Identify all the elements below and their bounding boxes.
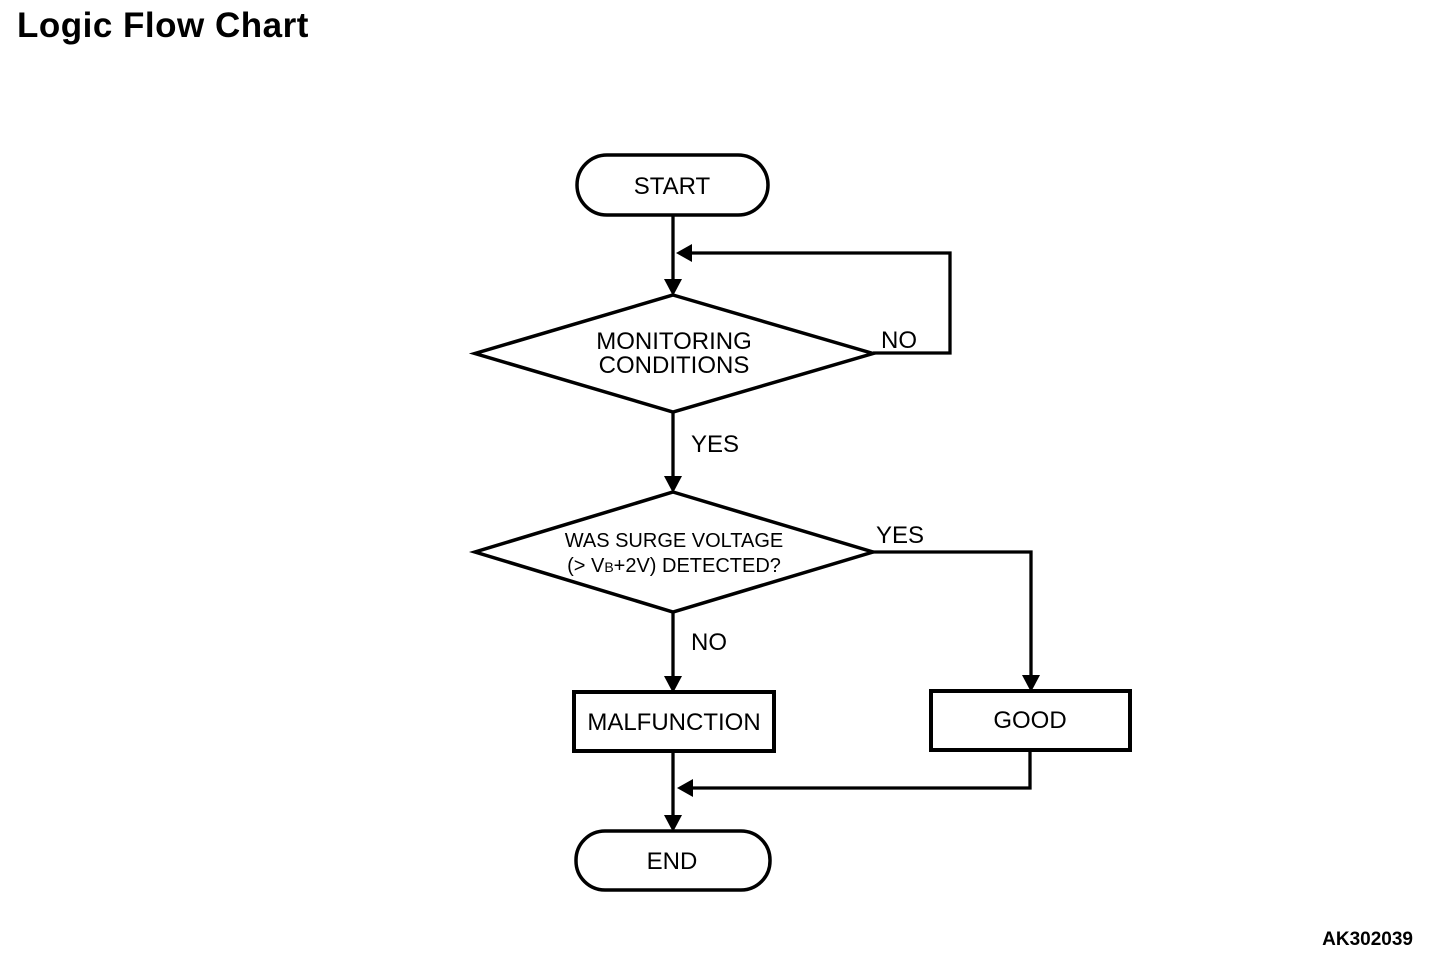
- good-label: GOOD: [993, 707, 1066, 734]
- surge-no-edge-label: NO: [691, 629, 727, 656]
- surge-decision-line1: WAS SURGE VOLTAGE: [565, 530, 784, 552]
- page-title: Logic Flow Chart: [17, 6, 309, 45]
- start-terminator-shape: [575, 153, 770, 217]
- arrowhead-into-surge-icon: [664, 476, 682, 493]
- arrowhead-merge-icon: [677, 779, 693, 797]
- surge-decision-line2-subscript: B: [604, 559, 613, 575]
- monitoring-decision-line1: MONITORING: [596, 328, 752, 355]
- arrowhead-loop-merge-icon: [676, 244, 692, 262]
- surge-decision-line2-suffix: +2V) DETECTED?: [614, 555, 781, 577]
- edge-monitoring-no-loop: [690, 251, 952, 355]
- surge-yes-edge-label: YES: [876, 522, 924, 549]
- malfunction-process-box: [572, 690, 776, 753]
- figure-code: AK302039: [1322, 929, 1413, 950]
- malfunction-label: MALFUNCTION: [587, 709, 760, 736]
- arrowhead-into-malfunction-icon: [664, 676, 682, 693]
- surge-decision-diamond: [468, 490, 880, 614]
- monitoring-no-edge-label: NO: [881, 327, 917, 354]
- arrowhead-into-monitoring-icon: [664, 279, 682, 296]
- end-terminator-shape: [574, 829, 772, 892]
- arrowhead-into-end-icon: [664, 815, 682, 832]
- surge-decision-line2-prefix: (> V: [567, 555, 605, 577]
- start-label: START: [634, 173, 711, 200]
- arrowhead-into-good-icon: [1022, 675, 1040, 692]
- monitoring-decision-diamond: [468, 293, 880, 414]
- end-label: END: [647, 848, 698, 875]
- monitoring-decision-line2: CONDITIONS: [599, 352, 750, 379]
- edge-good-to-merge: [691, 750, 1032, 790]
- monitoring-yes-edge-label: YES: [691, 431, 739, 458]
- good-process-box: [929, 689, 1132, 752]
- edge-surge-yes-to-good: [873, 550, 1033, 687]
- surge-decision-line2: (> VB+2V) DETECTED?: [567, 555, 781, 577]
